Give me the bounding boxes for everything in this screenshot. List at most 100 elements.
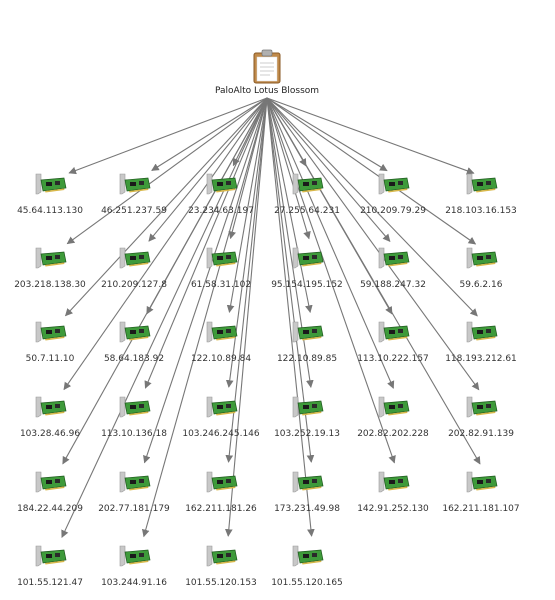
ip-node[interactable]: 103.28.46.96 (20, 396, 80, 439)
ip-node[interactable]: 50.7.11.10 (26, 321, 75, 364)
node-layer: 45.64.113.130 46.251.237.59 23.234.63.197 2… (14, 173, 520, 588)
network-card-icon (292, 321, 324, 343)
ip-label: 23.234.63.197 (188, 206, 254, 216)
ip-node[interactable]: 113.10.136.18 (101, 396, 167, 439)
network-card-icon (206, 471, 238, 493)
ip-node[interactable]: 202.82.91.139 (448, 396, 514, 439)
ip-label: 184.22.44.209 (17, 504, 83, 514)
network-card-icon (119, 247, 151, 269)
edge-arrow (266, 97, 313, 314)
ip-node[interactable]: 202.82.202.228 (357, 396, 429, 439)
ip-label: 202.77.181.179 (98, 504, 170, 514)
ip-node[interactable]: 103.244.91.16 (101, 545, 167, 588)
ip-label: 142.91.252.130 (357, 504, 429, 514)
ip-label: 162.211.181.107 (442, 504, 519, 514)
network-card-icon (35, 396, 67, 418)
ip-label: 27.255.64.231 (274, 206, 340, 216)
network-card-icon (466, 321, 498, 343)
network-card-icon (119, 396, 151, 418)
network-card-icon (378, 396, 410, 418)
ip-node[interactable]: 23.234.63.197 (188, 173, 254, 216)
edge-arrow (66, 97, 268, 245)
ip-label: 118.193.212.61 (445, 354, 517, 364)
ip-label: 103.28.46.96 (20, 429, 80, 439)
ip-label: 210.209.79.29 (360, 206, 426, 216)
edge-arrow (266, 97, 480, 391)
ip-node[interactable]: 95.154.195.152 (271, 247, 343, 290)
edge-arrow (151, 97, 268, 171)
edge-arrow (64, 97, 268, 317)
ip-node[interactable]: 101.55.121.47 (17, 545, 83, 588)
edge-arrow (266, 97, 395, 389)
ip-node[interactable]: 184.22.44.209 (17, 471, 83, 514)
ip-label: 103.244.91.16 (101, 578, 167, 588)
ip-label: 162.211.181.26 (185, 504, 257, 514)
ip-node[interactable]: 162.211.181.107 (442, 471, 520, 514)
ip-node[interactable]: 113.10.222.157 (357, 321, 429, 364)
ip-label: 45.64.113.130 (17, 206, 83, 216)
ip-node[interactable]: 142.91.252.130 (357, 471, 429, 514)
edge-arrow (266, 97, 396, 464)
ip-label: 61.58.31.102 (191, 280, 251, 290)
ip-node[interactable]: 59.6.2.16 (460, 247, 503, 290)
ip-node[interactable]: 103.252.19.13 (274, 396, 340, 439)
ip-label: 59.6.2.16 (460, 280, 503, 290)
ip-label: 95.154.195.152 (271, 280, 343, 290)
edge-arrow (141, 97, 268, 538)
network-card-icon (378, 321, 410, 343)
network-card-icon (378, 247, 410, 269)
ip-node[interactable]: 46.251.237.59 (101, 173, 167, 216)
ip-label: 113.10.136.18 (101, 429, 167, 439)
network-card-icon (119, 471, 151, 493)
root-node[interactable]: PaloAlto Lotus Blossom (215, 49, 319, 96)
ip-node[interactable]: 203.218.138.30 (14, 247, 86, 290)
ip-node[interactable]: 122.10.89.85 (277, 321, 337, 364)
edge-arrow (144, 97, 268, 389)
network-card-icon (466, 247, 498, 269)
network-card-icon (35, 321, 67, 343)
ip-node[interactable]: 218.103.16.153 (445, 173, 517, 216)
ip-node[interactable]: 101.55.120.153 (185, 545, 257, 588)
ip-node[interactable]: 61.58.31.102 (191, 247, 251, 290)
network-card-icon (206, 396, 238, 418)
network-card-icon (35, 545, 67, 567)
ip-label: 103.246.245.146 (182, 429, 260, 439)
ip-label: 218.103.16.153 (445, 206, 517, 216)
edge-arrow (266, 97, 481, 465)
network-card-icon (206, 247, 238, 269)
edge-arrow (224, 97, 268, 537)
ip-node[interactable]: 122.10.89.84 (191, 321, 251, 364)
ip-node[interactable]: 58.64.183.92 (104, 321, 164, 364)
ip-node[interactable]: 210.209.127.8 (101, 247, 167, 290)
ip-label: 101.55.120.153 (185, 578, 257, 588)
ip-node[interactable]: 202.77.181.179 (98, 471, 170, 514)
ip-label: 203.218.138.30 (14, 280, 86, 290)
ip-label: 58.64.183.92 (104, 354, 164, 364)
network-card-icon (466, 471, 498, 493)
ip-node[interactable]: 210.209.79.29 (360, 173, 426, 216)
edge-arrow (143, 97, 268, 464)
ip-label: 122.10.89.85 (277, 354, 337, 364)
edge-arrow (62, 97, 268, 465)
ip-label: 122.10.89.84 (191, 354, 251, 364)
ip-label: 59.188.247.32 (360, 280, 426, 290)
ip-node[interactable]: 45.64.113.130 (17, 173, 83, 216)
ip-node[interactable]: 27.255.64.231 (274, 173, 340, 216)
network-card-icon (206, 545, 238, 567)
ip-node[interactable]: 101.55.120.165 (271, 545, 343, 588)
network-card-icon (292, 471, 324, 493)
edge-arrow (266, 97, 477, 245)
network-card-icon (292, 247, 324, 269)
ip-node[interactable]: 103.246.245.146 (182, 396, 260, 439)
network-card-icon (206, 321, 238, 343)
ip-node[interactable]: 162.211.181.26 (185, 471, 257, 514)
ip-label: 173.231.49.98 (274, 504, 340, 514)
ip-node[interactable]: 118.193.212.61 (445, 321, 517, 364)
ip-node[interactable]: 59.188.247.32 (360, 247, 426, 290)
edge-arrow (266, 97, 475, 175)
network-card-icon (378, 173, 410, 195)
network-card-icon (119, 321, 151, 343)
ip-node[interactable]: 173.231.49.98 (274, 471, 340, 514)
edge-arrow (266, 97, 315, 537)
